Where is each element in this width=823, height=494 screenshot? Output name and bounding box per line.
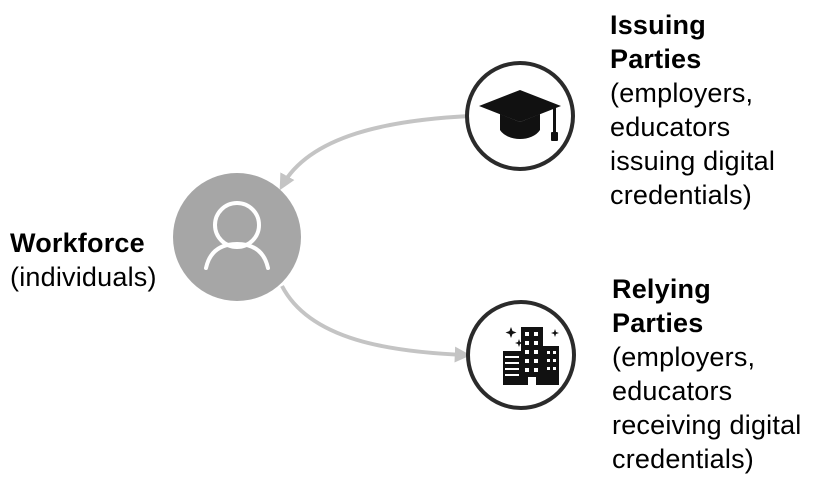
graduation-cap-icon (479, 90, 561, 141)
relying-parties-label: Relying Parties (employers, educators re… (612, 272, 802, 476)
relying-title-line: Relying (612, 274, 711, 304)
workforce-label: Workforce (individuals) (10, 226, 157, 294)
relying-desc-line: (employers, (612, 342, 756, 372)
workforce-subtitle: (individuals) (10, 262, 157, 292)
workforce-node (173, 173, 301, 301)
relying-desc-line: educators (612, 376, 733, 406)
arrow-issuing-to-workforce (279, 114, 471, 191)
issuing-title-line: Issuing (610, 10, 706, 40)
relying-title-line: Parties (612, 308, 704, 338)
office-building-icon (503, 327, 559, 385)
relying-desc-line: credentials) (612, 444, 754, 474)
issuing-parties-node (465, 61, 575, 171)
issuing-desc-line: (employers, (610, 78, 754, 108)
issuing-desc-line: educators (610, 112, 731, 142)
issuing-desc-line: credentials) (610, 180, 752, 210)
issuing-parties-label: Issuing Parties (employers, educators is… (610, 8, 775, 212)
person-icon (204, 201, 270, 270)
issuing-desc-line: issuing digital (610, 146, 776, 176)
relying-parties-node (466, 300, 576, 410)
workforce-title: Workforce (10, 228, 145, 258)
arrow-workforce-to-relying (280, 285, 471, 363)
relying-desc-line: receiving digital (612, 410, 802, 440)
issuing-title-line: Parties (610, 44, 702, 74)
